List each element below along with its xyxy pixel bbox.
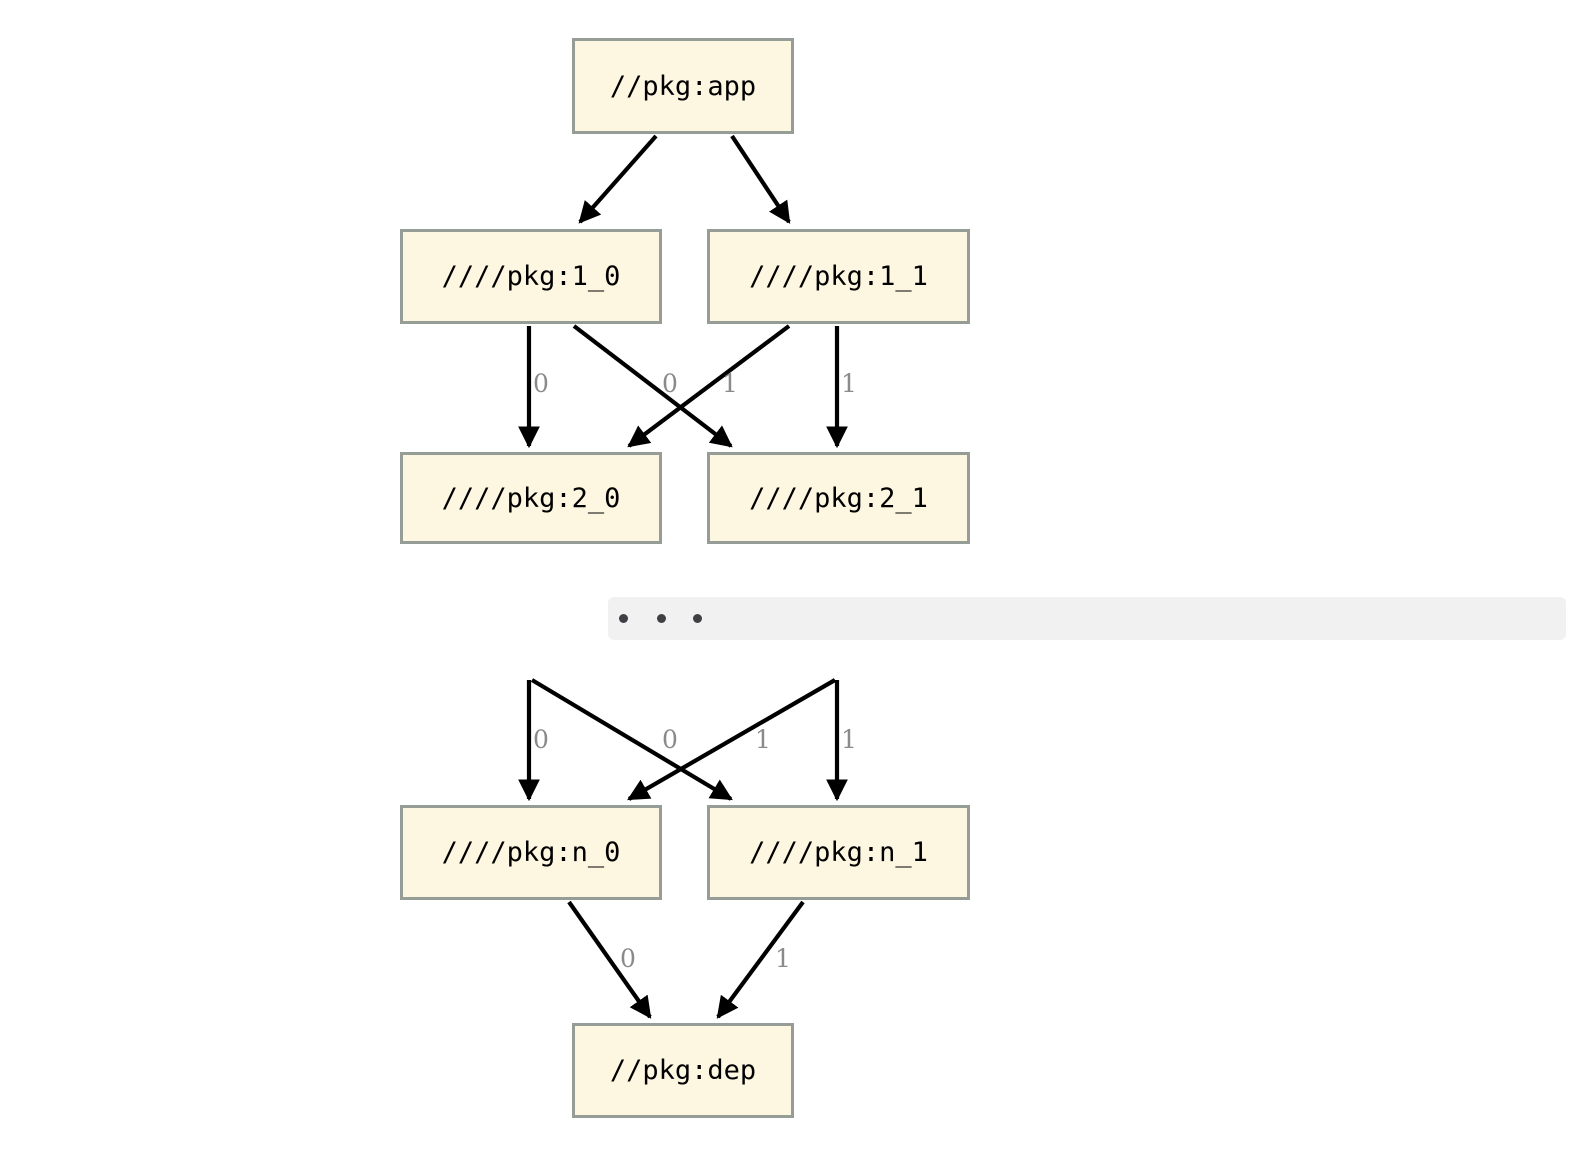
edge-label-n-1-to-dep: 1 xyxy=(775,944,791,973)
node-label: //pkg:app xyxy=(609,70,757,102)
edge-label-upper-to-n-1: 0 xyxy=(662,725,678,754)
edge-label-1-1-to-2-0: 1 xyxy=(722,369,738,398)
ellipsis-dot xyxy=(693,614,702,623)
edge-1-0-to-2-1 xyxy=(572,324,733,448)
node-pkg-n-0[interactable]: ////pkg:n_0 xyxy=(400,805,662,900)
node-label: //pkg:dep xyxy=(609,1055,757,1086)
node-label: ////pkg:2_0 xyxy=(441,482,621,514)
node-label: ////pkg:n_1 xyxy=(749,837,928,868)
node-pkg-2-0[interactable]: ////pkg:2_0 xyxy=(400,452,662,544)
edge-label-n-0-to-dep: 0 xyxy=(620,944,636,973)
edge-upper-to-n-1 xyxy=(530,678,733,801)
node-pkg-dep[interactable]: //pkg:dep xyxy=(572,1023,794,1118)
edge-1-1-to-2-0 xyxy=(627,324,791,448)
node-pkg-n-1[interactable]: ////pkg:n_1 xyxy=(707,805,970,900)
node-label: ////pkg:1_1 xyxy=(749,261,928,292)
node-label: ////pkg:1_0 xyxy=(441,261,621,292)
node-pkg-app[interactable]: //pkg:app xyxy=(572,38,794,134)
edge-label-upper-cross-n-1: 1 xyxy=(841,725,857,754)
edge-app-to-1-1 xyxy=(730,134,791,224)
edge-n-1-to-dep xyxy=(716,900,805,1019)
node-label: ////pkg:2_1 xyxy=(749,482,928,514)
edge-label-1-1-to-2-1: 1 xyxy=(841,369,857,398)
edge-app-to-1-0 xyxy=(578,134,658,224)
truncated-levels-indicator xyxy=(608,597,1566,640)
edge-label-1-0-to-2-0: 0 xyxy=(533,369,549,398)
edge-upper-cross-to-n-0 xyxy=(627,678,837,801)
node-pkg-1-1[interactable]: ////pkg:1_1 xyxy=(707,229,970,324)
edge-n-0-to-dep xyxy=(567,900,652,1019)
ellipsis-dot xyxy=(619,614,628,623)
node-label: ////pkg:n_0 xyxy=(441,837,621,868)
edge-label-upper-to-n-0: 0 xyxy=(533,725,549,754)
ellipsis-dot xyxy=(657,614,666,623)
edge-label-1-0-to-2-1: 0 xyxy=(662,369,678,398)
edge-label-upper-cross-n-0: 1 xyxy=(755,725,771,754)
node-pkg-1-0[interactable]: ////pkg:1_0 xyxy=(400,229,662,324)
node-pkg-2-1[interactable]: ////pkg:2_1 xyxy=(707,452,970,544)
